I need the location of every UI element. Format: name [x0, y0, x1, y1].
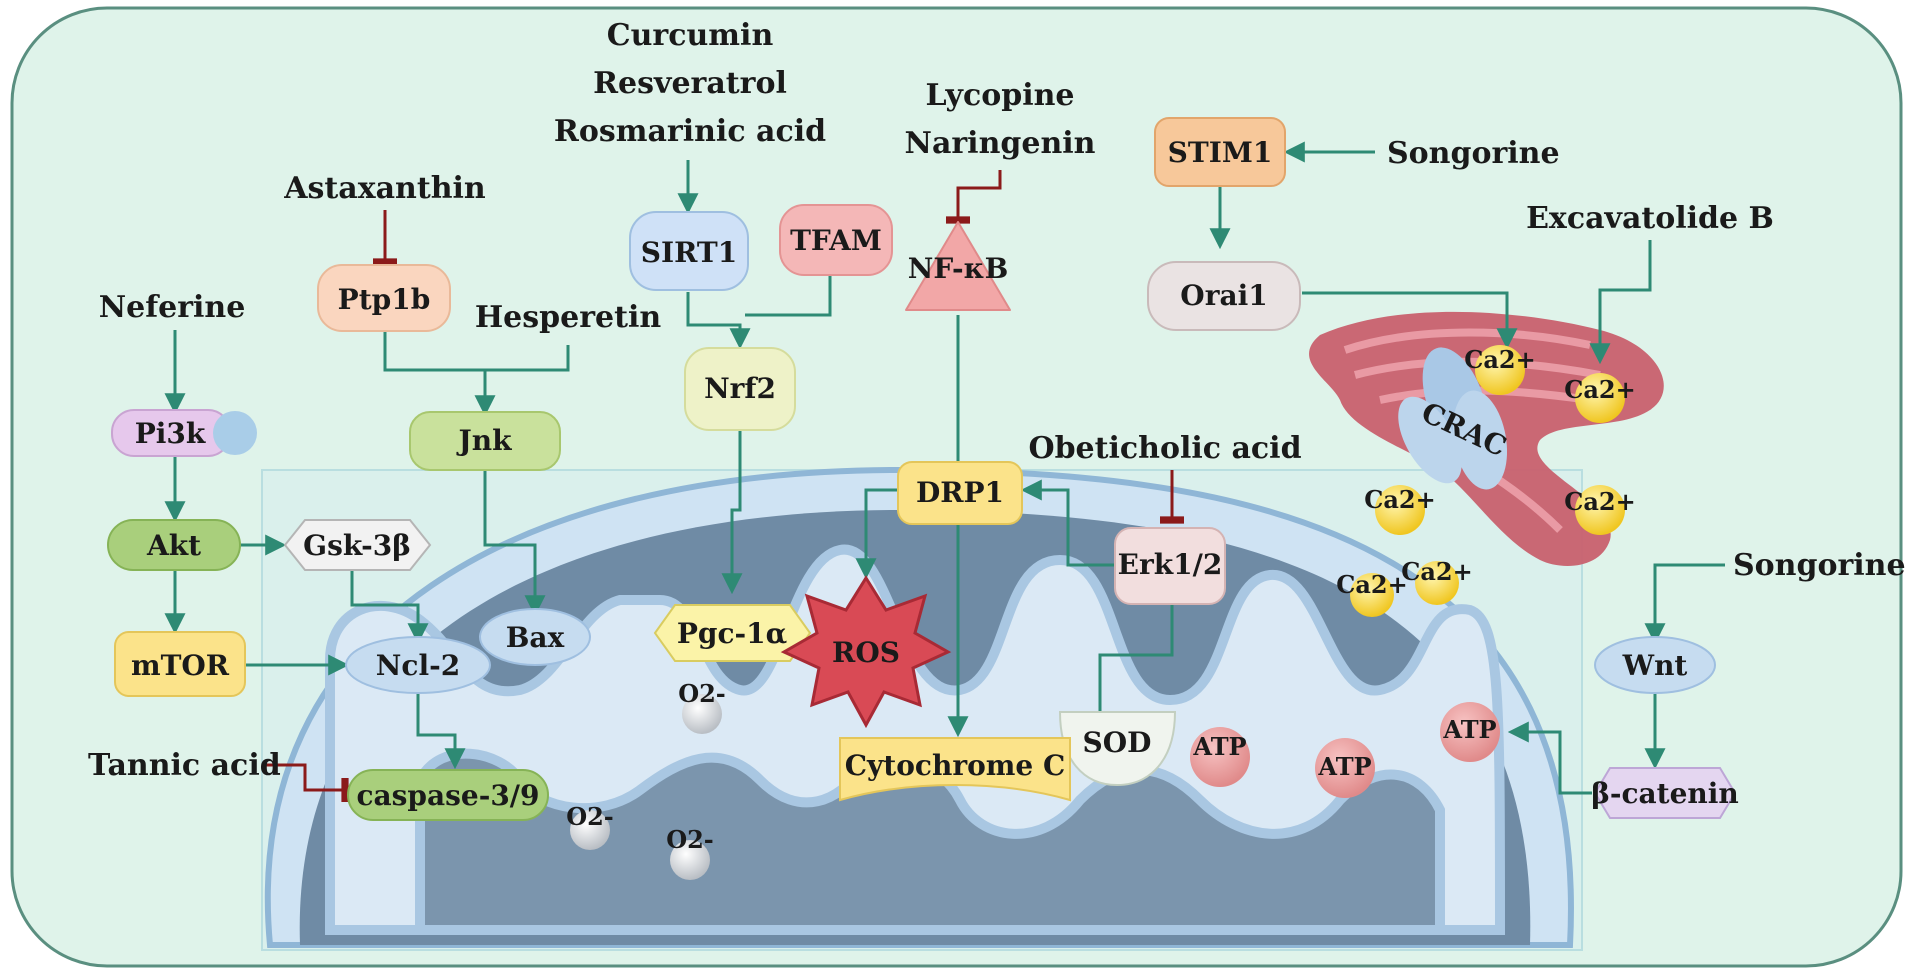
svg-text:Erk1/2: Erk1/2	[1118, 548, 1223, 581]
calcium-4: Ca2+	[1564, 485, 1636, 535]
svg-text:Pgc-1α: Pgc-1α	[677, 617, 787, 650]
svg-text:Ncl-2: Ncl-2	[376, 649, 460, 682]
drug-songorine-top: Songorine	[1387, 136, 1560, 171]
node-tfam: TFAM	[779, 204, 893, 276]
svg-text:Ca2+: Ca2+	[1564, 487, 1635, 516]
node-orai1: Orai1	[1147, 261, 1301, 331]
drug-excavatolide-b: Excavatolide B	[1526, 201, 1774, 236]
svg-text:caspase-3/9: caspase-3/9	[356, 779, 539, 812]
superoxide-2: O2-	[566, 802, 614, 850]
calcium-1: Ca2+	[1464, 345, 1536, 395]
calcium-2: Ca2+	[1564, 373, 1636, 423]
crac-channel	[1398, 347, 1508, 490]
svg-text:Pi3k: Pi3k	[135, 417, 206, 450]
node-jnk: Jnk	[409, 411, 561, 471]
superoxide-3: O2-	[666, 825, 714, 880]
node-sod: SOD	[1058, 711, 1177, 787]
svg-text:O2-: O2-	[678, 679, 726, 708]
node-pi3k: Pi3k	[111, 409, 257, 457]
svg-text:DRP1: DRP1	[916, 476, 1004, 509]
node-gsk3b: Gsk-3β	[283, 519, 432, 571]
calcium-group: Ca2+ Ca2+ Ca2+ Ca2+ Ca2+ Ca2+	[1336, 345, 1636, 617]
drug-astaxanthin: Astaxanthin	[283, 171, 486, 206]
svg-text:Ca2+: Ca2+	[1564, 375, 1635, 404]
svg-text:Ca2+: Ca2+	[1364, 485, 1435, 514]
calcium-6: Ca2+	[1401, 557, 1473, 605]
svg-text:Gsk-3β: Gsk-3β	[303, 529, 411, 562]
svg-text:ATP: ATP	[1317, 752, 1371, 781]
node-drp1: DRP1	[897, 461, 1023, 525]
superoxide-group: O2- O2- O2-	[566, 679, 726, 880]
drug-tannic-acid: Tannic acid	[88, 748, 281, 783]
svg-text:ATP: ATP	[1442, 715, 1496, 744]
atp-1: ATP	[1190, 727, 1250, 787]
svg-text:Jnk: Jnk	[455, 424, 512, 457]
svg-text:Ptp1b: Ptp1b	[338, 283, 431, 316]
atp-3: ATP	[1440, 702, 1500, 762]
node-nrf2: Nrf2	[684, 347, 796, 431]
node-ncl2: Ncl-2	[345, 636, 491, 694]
drug-resveratrol: Resveratrol	[593, 66, 787, 101]
node-ptp1b: Ptp1b	[317, 264, 451, 332]
svg-text:TFAM: TFAM	[790, 224, 882, 257]
drug-lycopine: Lycopine	[925, 78, 1074, 113]
svg-text:Ca2+: Ca2+	[1336, 570, 1407, 599]
svg-text:Akt: Akt	[146, 529, 201, 562]
svg-text:STIM1: STIM1	[1168, 136, 1273, 169]
node-nf-kb: NF-κB	[905, 221, 1011, 311]
svg-text:Nrf2: Nrf2	[704, 372, 776, 405]
svg-text:ROS: ROS	[832, 636, 900, 669]
node-ros: ROS	[780, 575, 952, 729]
node-erk1-2: Erk1/2	[1114, 527, 1226, 605]
svg-text:β-catenin: β-catenin	[1591, 777, 1739, 810]
svg-text:Bax: Bax	[506, 621, 565, 654]
drug-curcumin: Curcumin	[607, 18, 774, 53]
svg-text:SIRT1: SIRT1	[641, 236, 737, 269]
node-bax: Bax	[479, 608, 591, 666]
svg-text:Wnt: Wnt	[1622, 649, 1688, 682]
drug-songorine-right: Songorine	[1733, 548, 1906, 583]
drug-rosmarinic-acid: Rosmarinic acid	[554, 114, 826, 149]
atp-group: ATP ATP ATP	[1190, 702, 1500, 798]
svg-text:Orai1: Orai1	[1180, 279, 1267, 312]
svg-text:mTOR: mTOR	[131, 649, 230, 682]
svg-text:NF-κB: NF-κB	[908, 252, 1009, 285]
svg-text:Ca2+: Ca2+	[1401, 557, 1472, 586]
inhibition-lines	[262, 170, 1184, 802]
node-caspase-3-9: caspase-3/9	[347, 769, 549, 821]
node-pgc-1a: Pgc-1α	[653, 604, 812, 662]
drug-neferine: Neferine	[99, 290, 246, 325]
svg-text:Cytochrome C: Cytochrome C	[845, 749, 1065, 782]
calcium-3: Ca2+	[1364, 485, 1436, 535]
node-akt: Akt	[107, 519, 241, 571]
drug-hesperetin: Hesperetin	[475, 300, 662, 335]
node-stim1: STIM1	[1154, 117, 1286, 187]
svg-text:SOD: SOD	[1083, 726, 1152, 759]
svg-text:ATP: ATP	[1192, 732, 1246, 761]
drug-naringenin: Naringenin	[905, 126, 1096, 161]
node-mtor: mTOR	[114, 631, 246, 697]
node-sirt1: SIRT1	[629, 211, 749, 291]
svg-text:O2-: O2-	[666, 825, 714, 854]
svg-text:O2-: O2-	[566, 802, 614, 831]
drug-labels: Curcumin Resveratrol Rosmarinic acid Lyc…	[88, 18, 1906, 783]
calcium-5: Ca2+	[1336, 570, 1408, 617]
node-wnt: Wnt	[1594, 636, 1716, 694]
node-cytochrome-c: Cytochrome C	[839, 737, 1071, 802]
superoxide-1: O2-	[678, 679, 726, 734]
node-b-catenin: β-catenin	[1591, 767, 1739, 819]
atp-2: ATP	[1315, 738, 1375, 798]
svg-text:Ca2+: Ca2+	[1464, 345, 1535, 374]
drug-obeticholic-acid: Obeticholic acid	[1028, 431, 1301, 466]
